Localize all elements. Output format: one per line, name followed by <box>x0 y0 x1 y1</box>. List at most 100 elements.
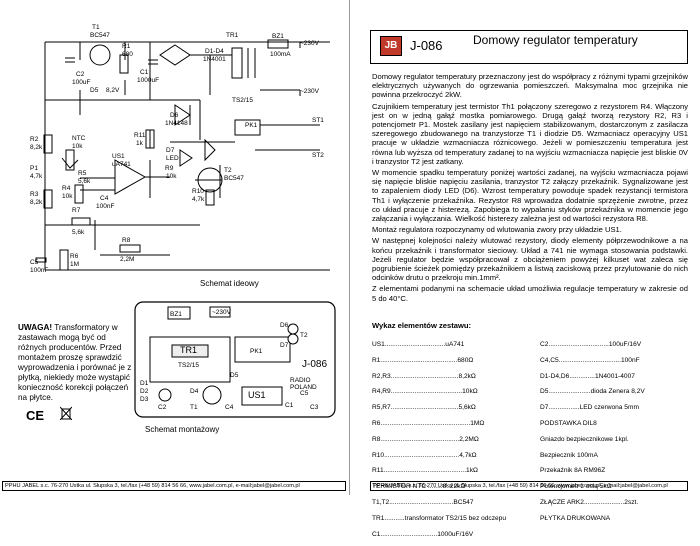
schem-label: 100nF <box>30 267 48 274</box>
paragraph: Czujnikiem temperatury jest termistor Th… <box>372 101 688 166</box>
schem-label: 5,6k <box>72 229 85 236</box>
schem-label: C4 <box>100 195 109 202</box>
part-item: C4,C5..................................1… <box>540 356 640 364</box>
product-code: J-086 <box>410 38 443 53</box>
schem-label: T1 <box>92 24 100 31</box>
schem-label: C1 <box>140 69 149 76</box>
part-item: D5.......................dioda Zenera 8,… <box>540 388 645 396</box>
asm-label: RADIO <box>290 377 311 384</box>
parts-list-left: US1.................................uA74… <box>372 333 506 546</box>
schem-label: R9 <box>165 165 174 172</box>
asm-label: C5 <box>300 390 309 397</box>
schem-label: 4,7k <box>192 196 205 203</box>
schem-label: R3 <box>30 191 39 198</box>
part-item: PŁYTKA DRUKOWANA <box>540 514 611 522</box>
schem-label: US1 <box>112 153 125 160</box>
schem-label: C5 <box>30 259 39 266</box>
paragraph: Z elementami podanymi na schemacie układ… <box>372 284 688 303</box>
asm-label: J-086 <box>302 359 327 370</box>
assembly-caption: Schemat montażowy <box>145 425 220 434</box>
warning-note: UWAGA! Transformatory w zastawach mogą b… <box>18 323 136 403</box>
schem-label: TS2/15 <box>232 97 253 104</box>
schem-label: ST2 <box>312 152 324 159</box>
part-item: R8......................................… <box>372 435 479 443</box>
part-item: Przekaźnik 8A RM96Z <box>540 467 606 475</box>
schem-label: 8,2k <box>30 144 43 151</box>
schem-label: 680 <box>122 51 133 58</box>
paragraph: Montaż regulatora rozpoczynamy od wlutow… <box>372 225 622 235</box>
schem-label: R4 <box>62 185 71 192</box>
schem-label: TR1 <box>226 32 239 39</box>
asm-label: D1 <box>140 380 149 387</box>
asm-label: D5 <box>230 372 239 379</box>
part-item: Potencjometr z osią 5kΩ <box>540 483 612 491</box>
svg-text:CE: CE <box>26 408 44 422</box>
assembly-diagram: BZ1 ~230V TR1 TS2/15 PK1 US1 J-086 RADIO… <box>134 301 336 418</box>
part-item: C2.................................100uF… <box>540 340 642 348</box>
warning-head: UWAGA! <box>18 323 53 332</box>
part-item: T1,T2...................................… <box>372 499 474 507</box>
asm-label: D3 <box>140 396 149 403</box>
schem-label: ST1 <box>312 117 324 124</box>
schem-label: ~230V <box>300 40 320 47</box>
ce-mark-icon: CE <box>26 408 44 422</box>
schem-label: 10k <box>72 143 83 150</box>
part-item: R4,R9...................................… <box>372 388 478 396</box>
asm-label: BZ1 <box>170 311 182 318</box>
schem-label: BC547 <box>224 175 244 182</box>
asm-label: ~230V <box>212 309 232 316</box>
asm-label: D7 <box>280 342 289 349</box>
schematic-caption: Schemat ideowy <box>200 279 259 288</box>
schem-label: LED <box>166 155 179 162</box>
part-item: US1.................................uA74… <box>372 340 465 348</box>
schem-label: 8,2V <box>106 87 120 94</box>
part-item: TR1...........transformator TS2/15 bez o… <box>372 514 507 522</box>
schem-label: R8 <box>122 237 131 244</box>
schem-label: 100mA <box>270 51 291 58</box>
paragraph: W momencie spadku temperatury poniżej wa… <box>372 168 688 224</box>
asm-label: TS2/15 <box>178 362 199 369</box>
part-item: R10.....................................… <box>372 451 477 459</box>
schem-label: R7 <box>72 207 81 214</box>
schem-label: 1N4001 <box>203 56 226 63</box>
asm-label: C2 <box>158 404 167 411</box>
schem-label: T2 <box>224 167 232 174</box>
asm-label: C1 <box>285 402 294 409</box>
part-item: R6......................................… <box>372 419 485 427</box>
part-item: PODSTAWKA DIL8 <box>540 419 597 427</box>
description: Domowy regulator temperatury przeznaczon… <box>372 72 688 305</box>
schem-label: D6 <box>170 112 179 119</box>
schem-label: uA741 <box>112 161 131 168</box>
schem-label: 100nF <box>96 203 114 210</box>
part-item: ZŁĄCZE ARK2......................2szt. <box>540 499 639 507</box>
asm-label: D4 <box>190 388 199 395</box>
left-page: T1 BC547 R1 680 C1 1000uF C2 100uF D5 8,… <box>0 0 350 495</box>
schem-label: P1 <box>30 165 38 172</box>
part-item: TERMISTOR NTC ........8..22kΩ <box>372 483 466 491</box>
schem-label: R6 <box>70 253 79 260</box>
paragraph: Domowy regulator temperatury przeznaczon… <box>372 72 688 100</box>
warning-body: Transformatory w zastawach mogą być od r… <box>18 323 132 402</box>
asm-label: US1 <box>248 390 266 400</box>
schem-label: R1 <box>122 43 131 50</box>
part-item: R1......................................… <box>372 356 474 364</box>
schem-label: R10 <box>192 188 204 195</box>
schem-label: 10k <box>166 173 177 180</box>
schem-label: D7 <box>166 147 175 154</box>
schem-label: 10k <box>62 193 73 200</box>
schem-label: PK1 <box>245 122 258 129</box>
asm-label: T2 <box>300 332 308 339</box>
schem-label: NTC <box>72 135 86 142</box>
schem-label: D1-D4 <box>205 48 224 55</box>
schem-label: R5 <box>78 170 87 177</box>
schem-label: 4,7k <box>30 173 43 180</box>
asm-label: C4 <box>225 404 234 411</box>
footer-right: PPHU JABEL s.c. 76-270 Ustka ul. Słupska… <box>370 481 688 491</box>
part-item: R5,R7...................................… <box>372 404 476 412</box>
schem-label: 8,2k <box>30 199 43 206</box>
asm-label: TR1 <box>180 345 197 355</box>
schem-label: C2 <box>76 71 85 78</box>
jabel-logo: JB <box>380 36 402 56</box>
part-item: D7.................LED czerwona 5mm <box>540 404 639 412</box>
circuit-schematic: T1 BC547 R1 680 C1 1000uF C2 100uF D5 8,… <box>30 24 330 274</box>
